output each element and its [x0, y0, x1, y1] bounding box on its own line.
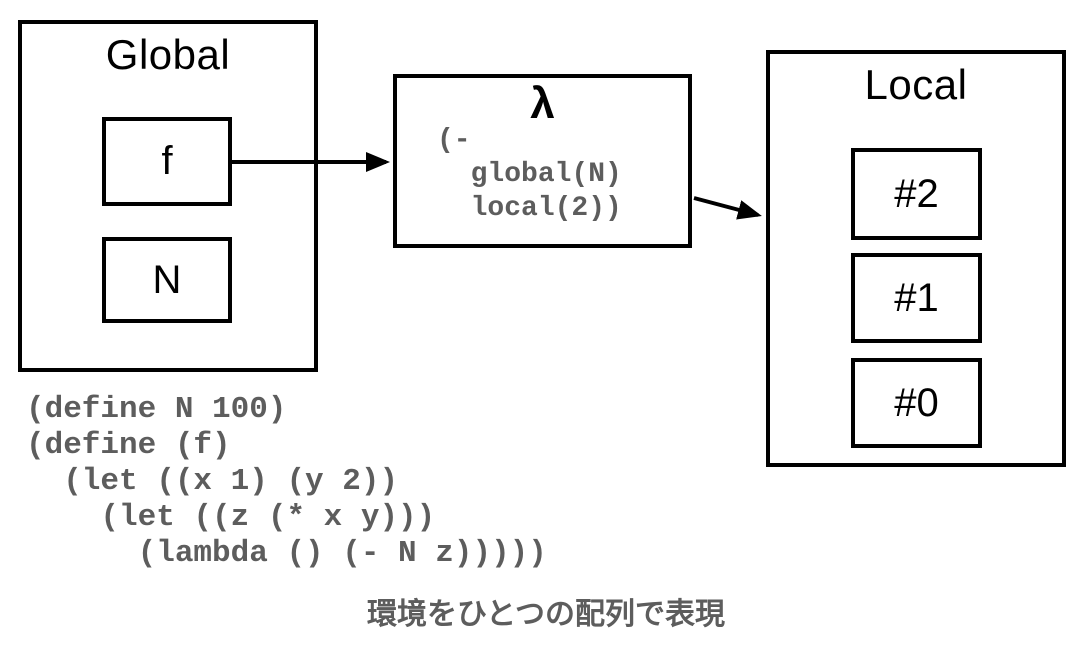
lambda-symbol: λ: [530, 79, 555, 128]
scheme-source-code: (define N 100) (define (f) (let ((x 1) (…: [26, 392, 547, 571]
local-slot-1-label: #1: [894, 275, 939, 320]
closure-box: λ (- global(N) local(2)): [393, 74, 692, 248]
global-slot-f-label: f: [161, 139, 173, 183]
local-slot-1: #1: [851, 253, 982, 343]
global-env-frame: Global f N: [18, 20, 318, 372]
local-slot-0-label: #0: [894, 380, 939, 425]
global-slot-n: N: [102, 237, 232, 323]
local-slot-0: #0: [851, 358, 982, 448]
slide-caption: 環境をひとつの配列で表現: [367, 598, 725, 631]
closure-code: (- global(N) local(2)): [437, 125, 622, 224]
local-frame-title: Local: [864, 61, 968, 108]
global-slot-f: f: [102, 117, 232, 206]
local-env-frame: Local #2 #1 #0: [766, 50, 1066, 467]
local-slot-2-label: #2: [894, 171, 939, 216]
local-slot-2: #2: [851, 148, 982, 240]
global-slot-n-label: N: [152, 257, 182, 302]
global-frame-title: Global: [105, 31, 231, 78]
arrow-closure-to-local: [693, 196, 762, 220]
